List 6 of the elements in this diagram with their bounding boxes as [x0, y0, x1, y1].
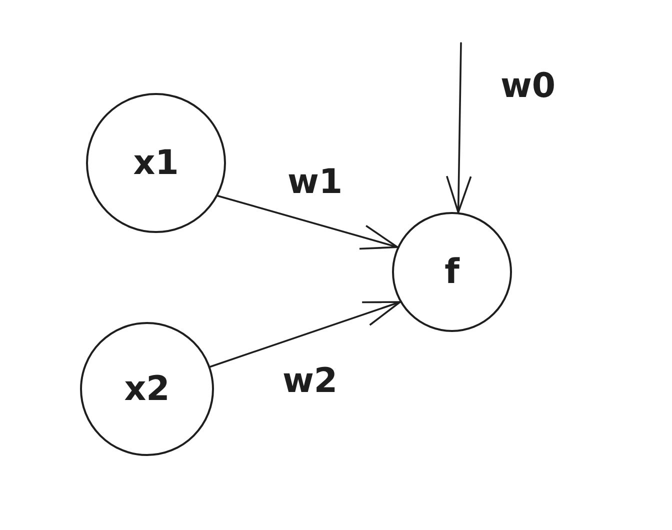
arrow — [209, 301, 401, 368]
arrow — [446, 42, 472, 214]
node-label: x2 — [124, 372, 170, 406]
node-label: x1 — [133, 146, 179, 180]
arrow — [216, 194, 398, 250]
node-label: f — [444, 255, 460, 289]
